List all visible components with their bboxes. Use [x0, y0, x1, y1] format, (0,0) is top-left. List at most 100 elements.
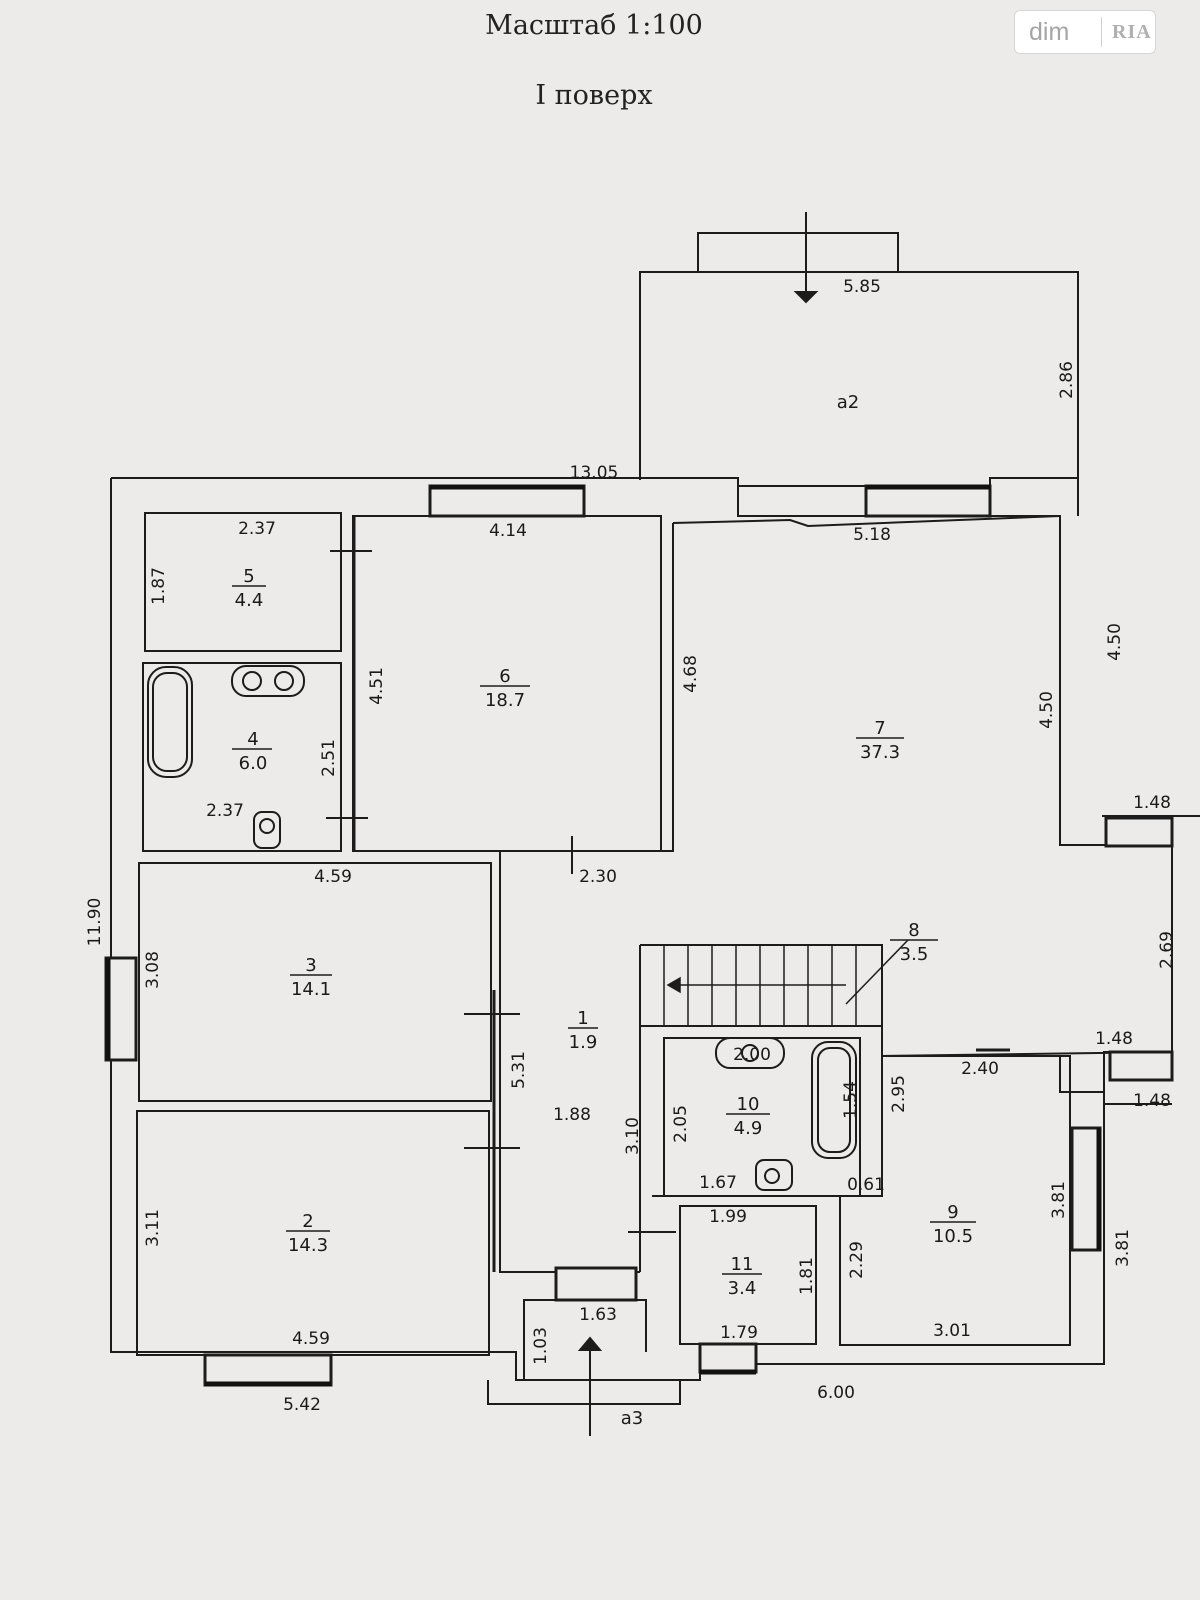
corridor-outline — [499, 523, 674, 1273]
sink-basin — [741, 1044, 759, 1062]
dim-r2-width: 4.59 — [292, 1329, 330, 1349]
terrace-a2-label: а2 — [837, 392, 859, 413]
dim-r1-width: 1.88 — [553, 1105, 591, 1125]
sink-basin — [242, 671, 262, 691]
dim-r10-inner: 2.05 — [671, 1105, 691, 1143]
window-room-2 — [203, 1353, 333, 1387]
dim-r9-left-wall: 1.48 — [1133, 1091, 1171, 1111]
room-4-area: 6.0 — [239, 753, 268, 774]
fraction-lines — [232, 585, 976, 1275]
dim-r9-width: 3.01 — [933, 1321, 971, 1341]
dim-r7-outer: 4.50 — [1105, 623, 1125, 661]
room-11-number: 11 — [731, 1254, 754, 1275]
room-7-number: 7 — [874, 718, 885, 739]
dim-r6-width: 4.14 — [489, 521, 527, 541]
dim-corridor-length: 5.31 — [509, 1051, 529, 1089]
dim-r6-height: 4.51 — [367, 667, 387, 705]
room-4-number: 4 — [247, 729, 258, 750]
window-room-6 — [428, 484, 586, 518]
dim-door-corridor: 2.30 — [579, 867, 617, 887]
room-2-area: 14.3 — [288, 1235, 328, 1256]
dim-r10-bottom: 1.67 — [699, 1173, 737, 1193]
dim-r6-right: 4.68 — [681, 655, 701, 693]
porch-a3-label: а3 — [621, 1408, 643, 1429]
dim-r11-height: 1.81 — [797, 1257, 817, 1295]
walls — [110, 232, 1200, 1405]
dim-r9-lower: 2.29 — [847, 1241, 867, 1279]
room-1-area: 1.9 — [569, 1032, 598, 1053]
dim-r11-width: 1.99 — [709, 1207, 747, 1227]
room-8-number: 8 — [908, 920, 919, 941]
terrace-a2-outline — [639, 271, 1079, 480]
sink-room-10 — [715, 1037, 785, 1069]
room-5-number: 5 — [243, 566, 254, 587]
dim-r7-height: 4.50 — [1037, 691, 1057, 729]
room-11-area: 3.4 — [728, 1278, 757, 1299]
dim-terrace-width: 5.85 — [843, 277, 881, 297]
dim-porch-depth: 1.03 — [531, 1327, 551, 1365]
room-3-outline — [138, 862, 492, 1102]
room-2-outline — [136, 1110, 490, 1356]
dim-porch-width: 1.63 — [579, 1305, 617, 1325]
porch-a3-step — [487, 1380, 681, 1405]
terrace-a2-step — [697, 232, 899, 272]
window-room-8 — [1108, 1050, 1174, 1082]
dim-r3-height: 3.08 — [143, 951, 163, 989]
dim-r3-width: 4.59 — [314, 867, 352, 887]
dim-ria-watermark: dim RIA — [1014, 10, 1156, 54]
wall-segment — [1059, 1056, 1104, 1093]
dim-r10-top: 2.00 — [733, 1045, 771, 1065]
dim-bottom-left: 5.42 — [283, 1395, 321, 1415]
dim-r9-outer: 3.81 — [1113, 1229, 1133, 1267]
dimensions-horizontal: 5.85 13.05 2.37 4.14 5.18 2.37 4.59 2.30… — [206, 277, 1171, 1415]
toilet-room-4 — [253, 811, 281, 849]
room-10-area: 4.9 — [734, 1118, 763, 1139]
room-8-area: 3.5 — [900, 944, 929, 965]
room-9-number: 9 — [947, 1202, 958, 1223]
room-3-area: 14.1 — [291, 979, 331, 1000]
window-room-11 — [698, 1342, 758, 1374]
dim-r5-width: 2.37 — [238, 519, 276, 539]
window-room-7-right — [1104, 816, 1174, 848]
bathtub-inner — [817, 1047, 851, 1153]
room-10-number: 10 — [737, 1094, 760, 1115]
window-room-9 — [1070, 1126, 1102, 1252]
dim-total-height: 11.90 — [85, 898, 105, 947]
window-glazing — [105, 484, 1102, 1387]
scale-title: Масштаб 1:100 — [485, 10, 703, 41]
leader-line — [845, 939, 909, 1005]
dim-r9-step: 0.61 — [847, 1175, 885, 1195]
room-5-area: 4.4 — [235, 590, 264, 611]
staircase — [663, 939, 909, 1026]
toilet-room-10 — [755, 1159, 793, 1191]
dim-r9-upper: 2.95 — [889, 1075, 909, 1113]
toilet-bowl — [259, 818, 275, 834]
stair-direction-arrow — [666, 976, 681, 994]
entrance-arrows — [577, 212, 819, 1436]
dim-r10-tub: 1.54 — [841, 1081, 861, 1119]
dim-r11-bottom: 1.79 — [720, 1323, 758, 1343]
watermark-separator — [1101, 17, 1102, 47]
room-5-outline — [144, 512, 342, 652]
room-6-area: 18.7 — [485, 690, 525, 711]
dim-terrace-depth: 2.86 — [1057, 361, 1077, 399]
sink-basin — [274, 671, 294, 691]
room-2-number: 2 — [302, 1211, 313, 1232]
door-porch — [554, 1266, 638, 1302]
sink-room-4 — [231, 665, 305, 697]
room-3-number: 3 — [305, 955, 316, 976]
dim-r9-height: 3.81 — [1049, 1181, 1069, 1219]
watermark-dim: dim — [1029, 17, 1070, 46]
entrance-arrow-head — [793, 291, 819, 304]
door-marks — [326, 516, 1010, 1272]
bathtub-inner — [152, 672, 188, 772]
dim-r10-height: 3.10 — [623, 1117, 643, 1155]
room-7-area: 37.3 — [860, 742, 900, 763]
bathtub-room-4 — [147, 666, 193, 778]
dim-r8-height: 2.69 — [1157, 931, 1177, 969]
dim-r2-height: 3.11 — [143, 1209, 163, 1247]
dimensions-vertical: 2.86 11.90 1.87 4.51 4.68 4.50 4.50 2.51… — [85, 361, 1177, 1365]
dim-r4-width: 2.37 — [206, 801, 244, 821]
dim-bottom-right: 6.00 — [817, 1383, 855, 1403]
